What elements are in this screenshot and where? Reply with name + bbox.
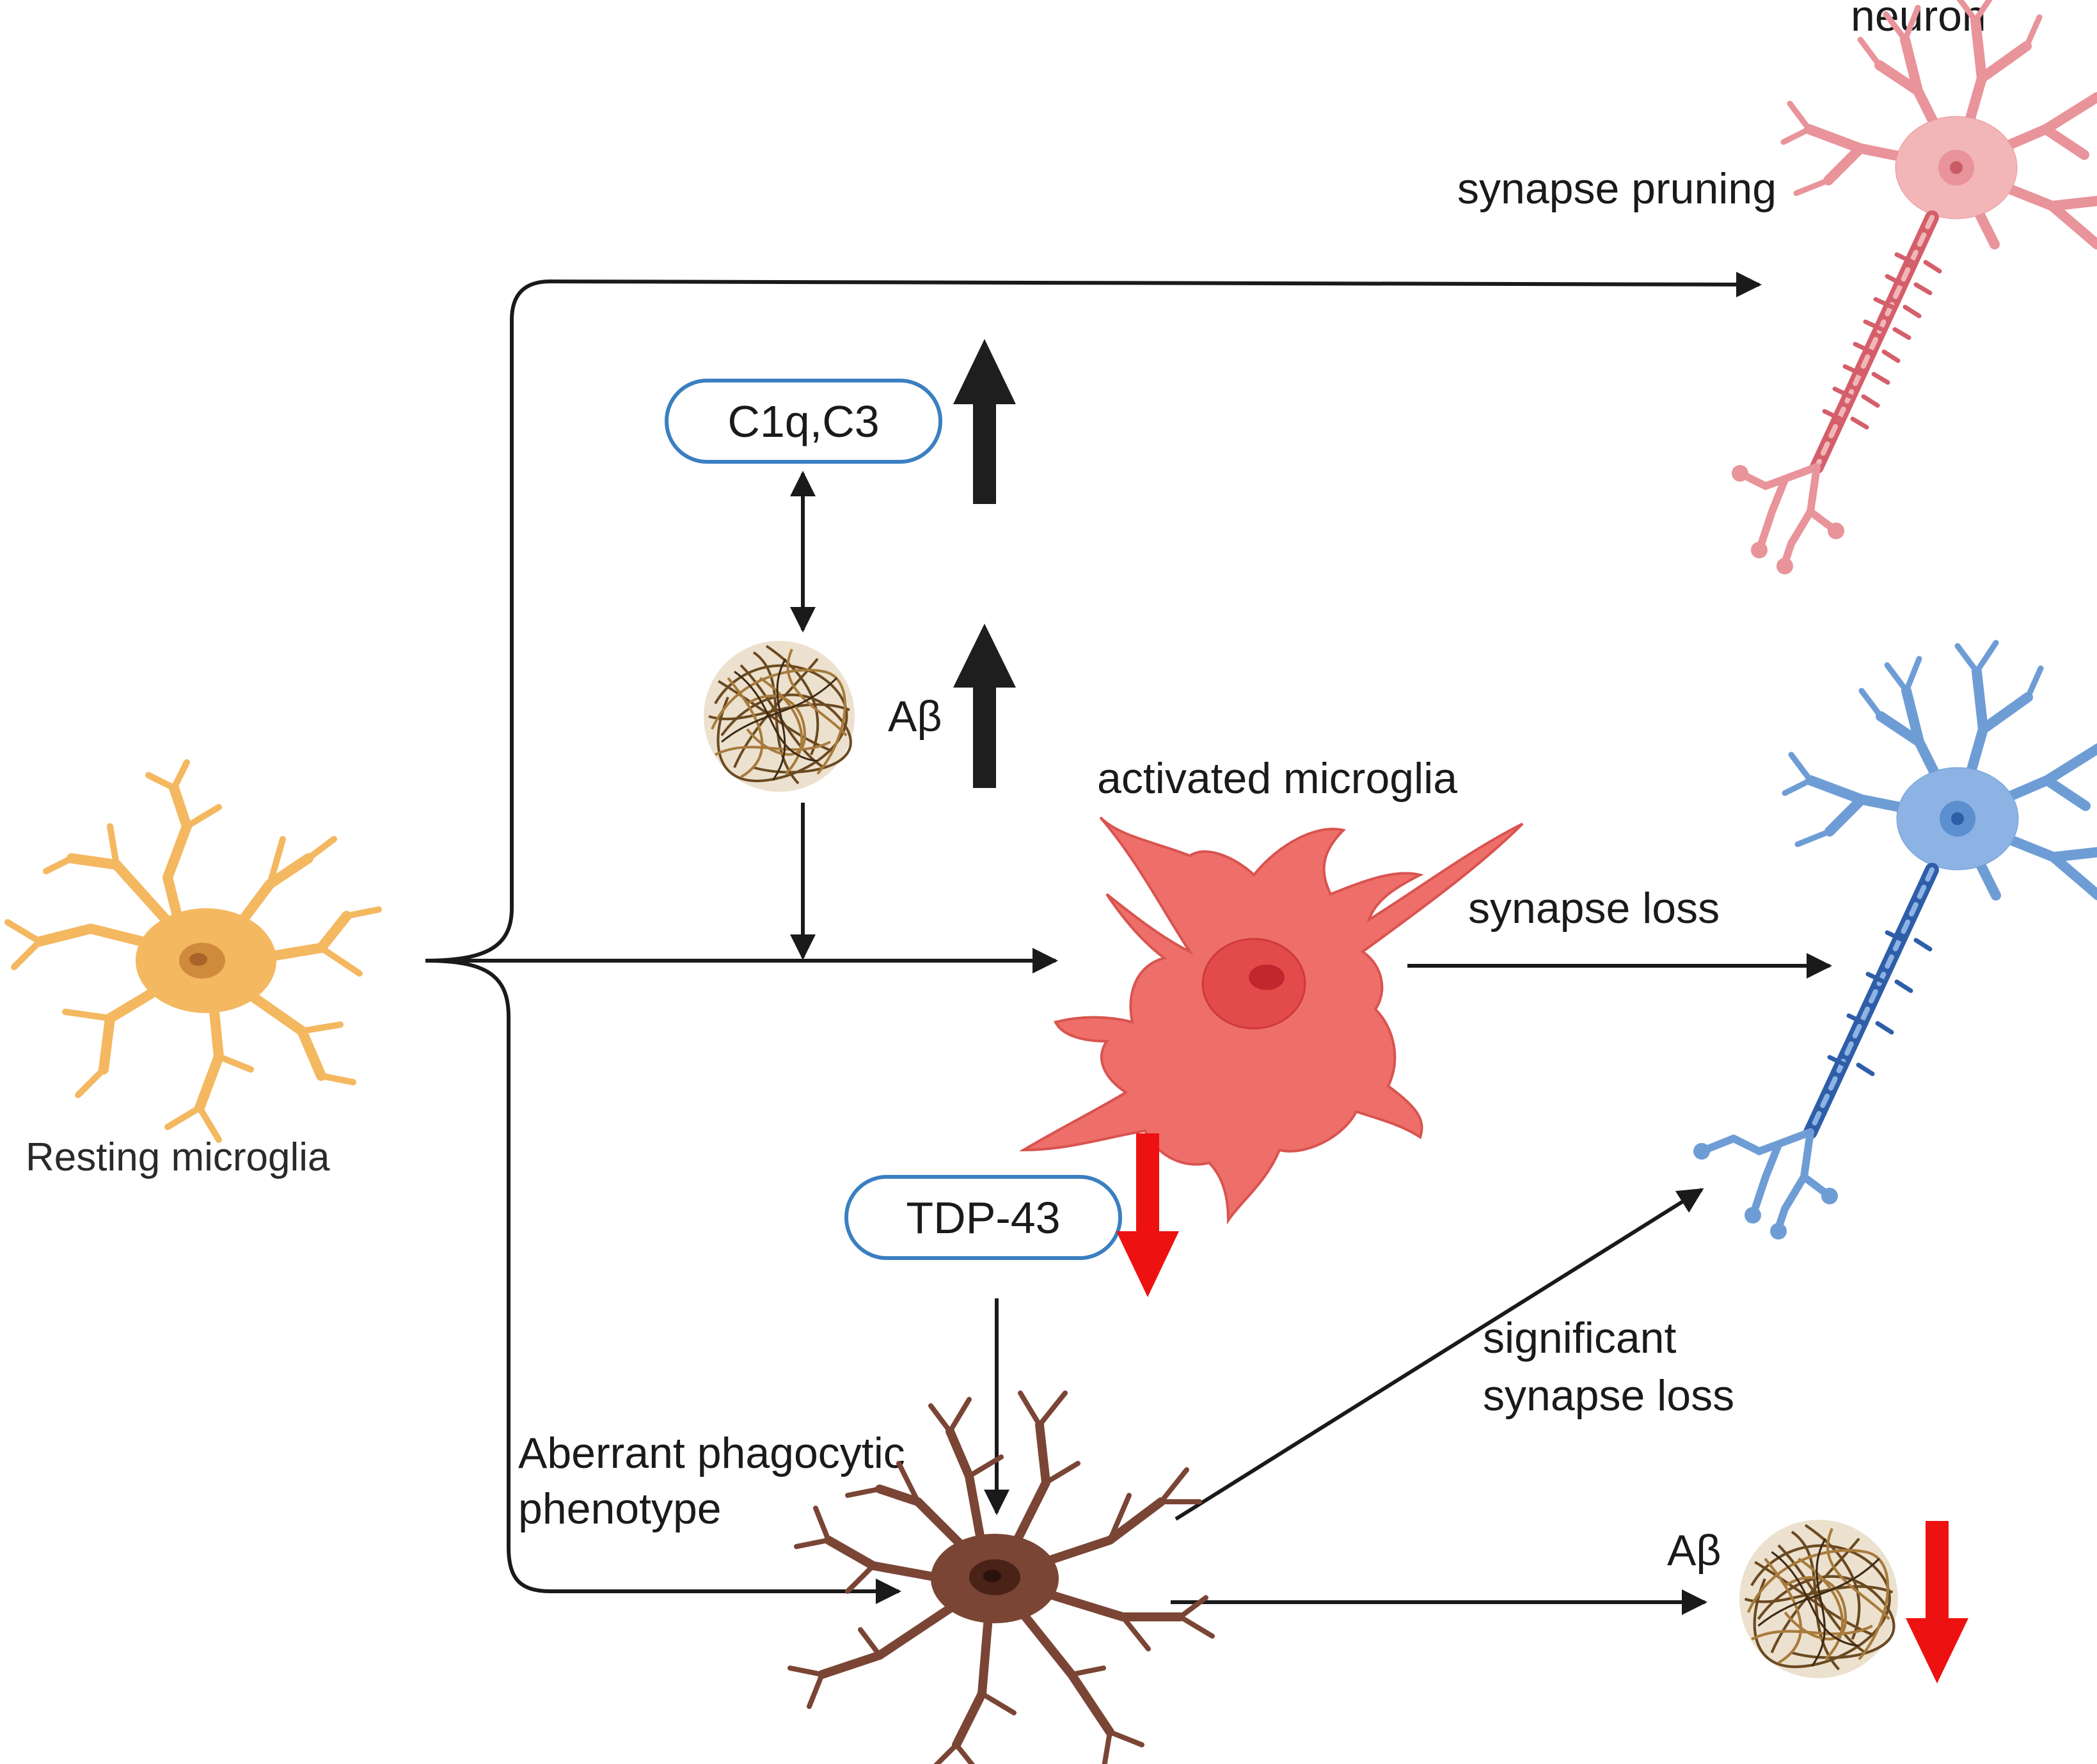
amyloid-plaque-icon (1739, 1520, 1898, 1678)
significant-label-line2: synapse loss (1483, 1371, 1734, 1420)
significant-label-line1: significant (1483, 1314, 1676, 1362)
resting-microglia-icon (4, 759, 382, 1143)
down-arrow-icon (1116, 1133, 1179, 1297)
aberrant-label-line1: Aberrant phagocytic (518, 1429, 905, 1477)
up-arrow-icon (953, 624, 1016, 788)
neuron-blue-icon (1693, 643, 2097, 1240)
neuron-pink-icon (1732, 0, 2097, 574)
aberrant-microglia-icon (787, 1390, 1215, 1764)
tdp43-label: TDP-43 (906, 1193, 1060, 1243)
synapse-pruning-label: synapse pruning (1457, 164, 1777, 213)
amyloid-plaque-icon (702, 640, 856, 793)
c1q-c3-pill (665, 379, 942, 464)
activated-microglia-label: activated microglia (1097, 754, 1457, 803)
synapse-loss-label: synapse loss (1468, 884, 1720, 933)
aberrant-label-line2: phenotype (518, 1484, 722, 1533)
tdp43-pill (844, 1175, 1122, 1260)
up-arrow-icon (953, 339, 1016, 504)
c1q-c3-label: C1q,C3 (727, 397, 879, 446)
abeta-top-label: Aβ (888, 692, 942, 741)
down-arrow-icon (1906, 1521, 1968, 1683)
resting-microglia-label: Resting microglia (26, 1135, 330, 1179)
connector-lines (425, 271, 1832, 1615)
abeta-bottom-label: Aβ (1667, 1526, 1721, 1575)
activated-microglia-icon (1018, 816, 1524, 1225)
